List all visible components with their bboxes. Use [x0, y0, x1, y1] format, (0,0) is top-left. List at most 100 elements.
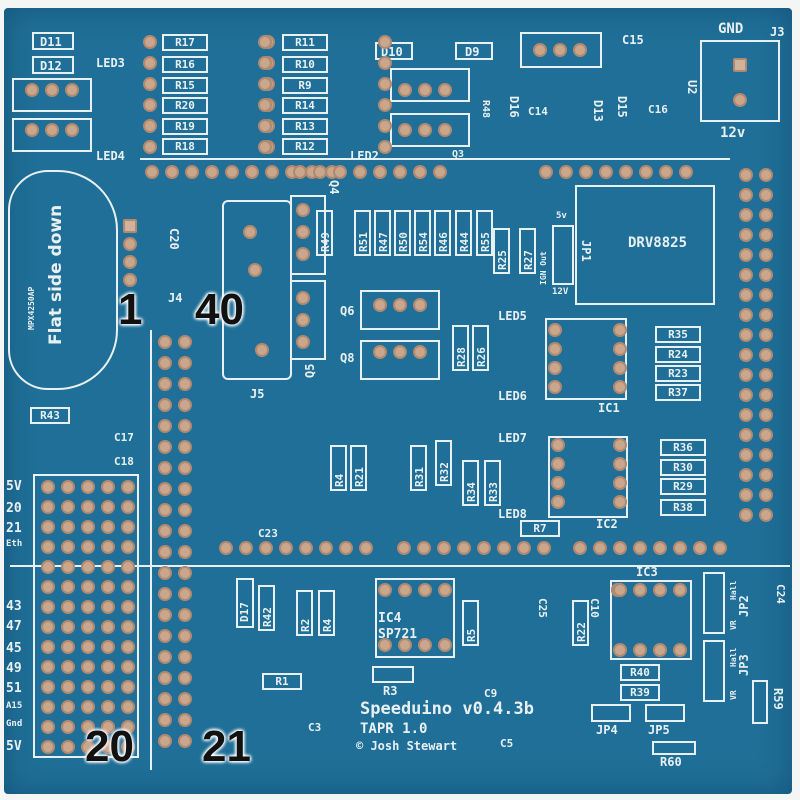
solder-pad [373, 298, 387, 312]
solder-pad [378, 638, 392, 652]
solder-pad [143, 35, 157, 49]
resistor: R33 [484, 460, 501, 506]
solder-pad [41, 720, 55, 734]
jp1-header [552, 225, 574, 285]
c20-label: C20 [167, 228, 181, 250]
jp4-header [591, 704, 631, 722]
solder-pad [158, 713, 172, 727]
solder-pad [178, 335, 192, 349]
solder-pad [537, 541, 551, 555]
label: R42 [261, 607, 274, 627]
solder-pad [733, 93, 747, 107]
solder-pad [573, 541, 587, 555]
proto-pin-label: A15 [6, 701, 23, 711]
solder-pad [296, 313, 310, 327]
solder-pad [121, 700, 135, 714]
q4-label: Q4 [327, 180, 341, 195]
solder-pad [178, 608, 192, 622]
solder-pad [101, 660, 115, 674]
license-label: TAPR 1.0 [360, 721, 428, 737]
solder-pad [739, 208, 753, 222]
solder-pad [101, 520, 115, 534]
solder-pad [61, 600, 75, 614]
proto-pin-label: 43 [6, 599, 22, 614]
solder-pad [45, 83, 59, 97]
jp2-label: JP2 [737, 595, 751, 617]
solder-pad [61, 520, 75, 534]
solder-pad [739, 248, 753, 262]
led5-label: LED5 [498, 309, 527, 323]
proto-pin-label: 5V [6, 479, 22, 494]
label: R33 [487, 482, 500, 502]
resistor-r27: R27 [519, 228, 536, 274]
solder-pad [25, 123, 39, 137]
solder-pad [258, 56, 272, 70]
solder-pad [158, 566, 172, 580]
solder-pad [418, 123, 432, 137]
solder-pad [548, 342, 562, 356]
resistor-r40: R40 [620, 664, 660, 681]
led8-label: LED8 [498, 507, 527, 521]
solder-pad [178, 692, 192, 706]
label: R26 [475, 347, 488, 367]
solder-pad [239, 541, 253, 555]
resistor: R5 [462, 600, 479, 646]
solder-pad [178, 524, 192, 538]
u2-label: U2 [685, 80, 699, 95]
solder-pad [417, 541, 431, 555]
solder-pad [759, 328, 773, 342]
solder-pad [81, 680, 95, 694]
c10-label: C10 [588, 598, 601, 618]
solder-pad [61, 620, 75, 634]
map-sensor-outline [8, 170, 118, 390]
solder-pad [418, 638, 432, 652]
resistor-r7: R7 [520, 520, 560, 537]
jp1-5v: 5v [556, 211, 567, 221]
solder-pad [143, 140, 157, 154]
solder-pad [178, 377, 192, 391]
solder-pad [393, 345, 407, 359]
diode-d17: D17 [236, 578, 254, 628]
solder-pad [178, 587, 192, 601]
solder-pad [121, 600, 135, 614]
solder-pad [158, 398, 172, 412]
label: R4 [321, 618, 334, 632]
label: D10 [381, 45, 403, 59]
solder-pad [41, 560, 55, 574]
resistor-r1: R1 [262, 673, 302, 690]
r59-label: R59 [771, 688, 785, 710]
proto-pin-label: Eth [6, 539, 23, 549]
resistor-r35: R35 [655, 326, 701, 343]
c3-label: C3 [308, 721, 322, 734]
c16-label: C16 [648, 103, 668, 116]
solder-pad [81, 520, 95, 534]
c18-label: C18 [114, 455, 134, 468]
led2-label: LED2 [350, 149, 379, 163]
solder-pad [185, 165, 199, 179]
solder-pad [81, 640, 95, 654]
solder-pad [143, 77, 157, 91]
label: R4 [333, 473, 346, 487]
solder-pad [41, 480, 55, 494]
solder-pad [759, 228, 773, 242]
solder-pad [61, 500, 75, 514]
solder-pad [759, 308, 773, 322]
solder-pad [398, 123, 412, 137]
jp1-12v: 12V [552, 287, 569, 297]
orientation-note: Flat side down [46, 204, 66, 345]
c5-label: C5 [500, 737, 514, 750]
pin-20-annotation: 20 [85, 722, 134, 771]
q5-outline [290, 280, 326, 360]
jp3-label: JP3 [737, 654, 751, 676]
solder-pad [713, 541, 727, 555]
solder-pad [393, 298, 407, 312]
label: R25 [496, 250, 509, 270]
solder-pad [378, 35, 392, 49]
solder-pad [579, 165, 593, 179]
silk-line [140, 158, 730, 160]
solder-pad [225, 165, 239, 179]
solder-pad [418, 83, 432, 97]
solder-pad [61, 540, 75, 554]
drv8825-module [575, 185, 715, 305]
solder-pad [41, 620, 55, 634]
